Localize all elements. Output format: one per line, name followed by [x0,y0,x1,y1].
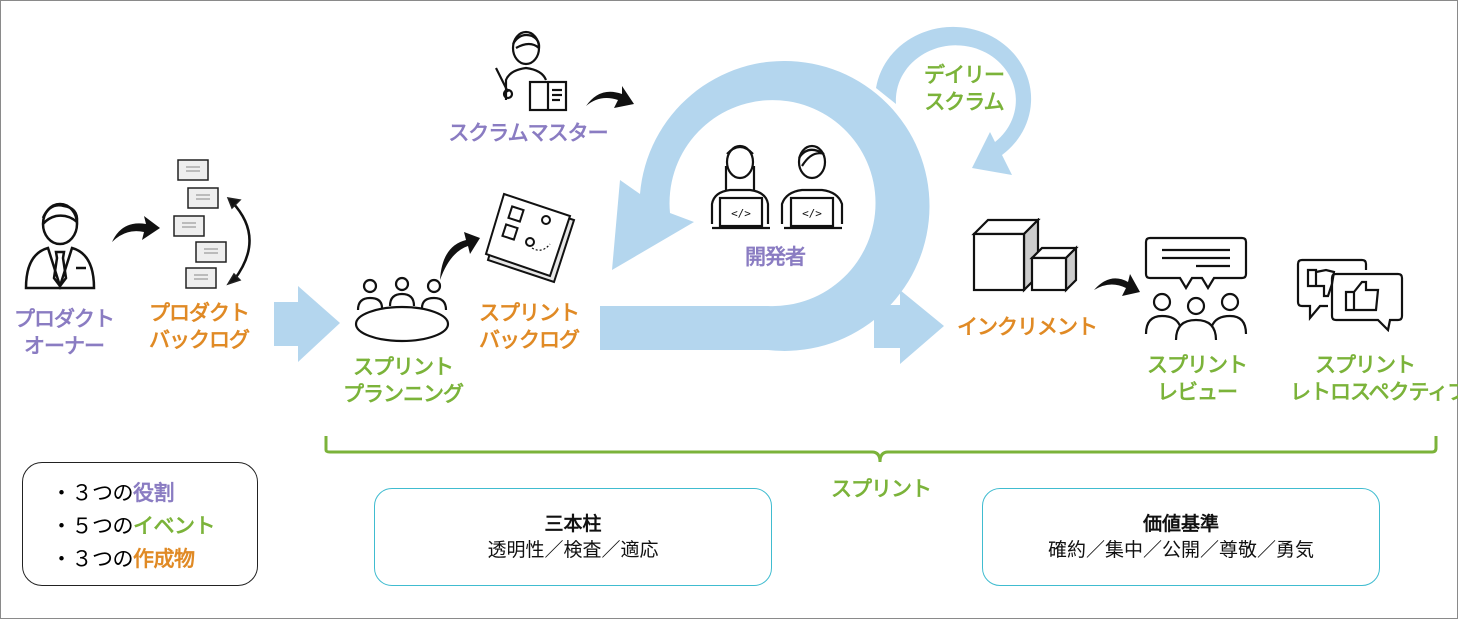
sprint-label: スプリント [831,477,932,501]
sprint-loop-arrow [600,60,930,351]
product-owner-label: プロダクト オーナー [14,306,115,360]
curved-arrow-icon [440,232,480,280]
increment-label: インクリメント [957,315,1098,339]
product-backlog-label: プロダクト バックログ [144,300,254,354]
label-line: プロダクト [149,301,250,325]
developers-laptop-icon: </> </> [710,144,844,230]
meeting-table-icon [354,276,450,343]
label-line: デイリー [924,63,1005,87]
audience-speech-icon [1144,236,1248,341]
scrum-values-box: 価値基準 確約／集中／公開／尊敬／勇気 [982,488,1380,586]
values-items: 確約／集中／公開／尊敬／勇気 [1047,539,1314,561]
stacked-notes-icon [173,159,251,289]
legend-highlight: 役割 [133,481,175,505]
legend-prefix: ・３つの [51,547,134,571]
legend-item-events: ・５つのイベント [51,510,257,543]
label-line: プロダクト [14,307,115,331]
legend-highlight: イベント [133,514,216,538]
legend-item-roles: ・３つの役割 [51,477,257,510]
three-pillars-box: 三本柱 透明性／検査／適応 [374,488,772,586]
flow-arrow-left [274,286,340,362]
label-line: スプリント [1147,353,1248,377]
label-line: バックログ [149,328,250,352]
sprint-backlog-label: スプリント バックログ [474,300,584,354]
legend-prefix: ・３つの [51,481,134,505]
daily-scrum-label: デイリー スクラム [914,62,1014,116]
legend-prefix: ・５つの [51,514,134,538]
label-line: スクラム [924,90,1004,114]
legend-box: ・３つの役割 ・５つのイベント ・３つの作成物 [22,462,258,586]
label-line: オーナー [24,334,105,358]
flow-arrow-right [874,290,944,364]
businessman-icon [24,202,96,291]
developers-label: 開発者 [745,245,806,269]
label-line: スプリント [1315,353,1416,377]
svg-text:</>: </> [802,207,822,220]
teacher-icon [495,30,568,112]
thumbs-feedback-icon [1296,258,1404,332]
legend-highlight: 作成物 [133,547,195,571]
curved-arrow-icon [112,216,160,242]
sprint-review-label: スプリント レビュー [1142,352,1252,406]
svg-text:</>: </> [731,207,751,220]
boxes-icon [971,218,1079,293]
checklist-map-icon [484,192,576,284]
scrum-master-label: スクラムマスター [448,121,608,145]
daily-scrum-loop-arrow [876,26,1032,175]
sprint-planning-label: スプリント プランニング [336,354,470,408]
pillars-title: 三本柱 [544,513,602,535]
curved-arrow-icon [586,86,634,108]
label-line: レトロスペクティブ [1290,380,1458,404]
pillars-items: 透明性／検査／適応 [487,539,659,561]
values-title: 価値基準 [1142,513,1219,535]
label-line: プランニング [343,382,464,406]
sprint-retrospective-label: スプリント レトロスペクティブ [1290,352,1458,406]
label-line: レビュー [1157,380,1238,404]
label-line: スプリント [353,355,454,379]
curved-arrow-icon [1094,274,1140,296]
label-line: バックログ [479,328,580,352]
sprint-bracket [324,436,1438,463]
label-line: スプリント [479,301,580,325]
legend-item-artifacts: ・３つの作成物 [51,543,257,576]
